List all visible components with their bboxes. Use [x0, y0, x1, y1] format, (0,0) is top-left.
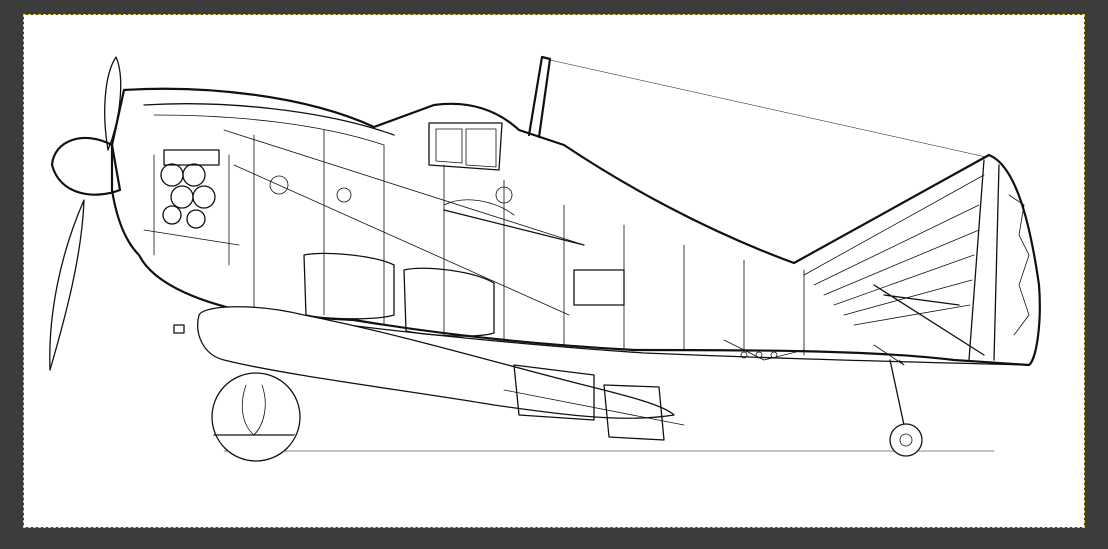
tail-fin [803, 159, 1030, 361]
propeller [49, 56, 122, 371]
engine [143, 149, 240, 266]
aircraft-cutaway-drawing-icon [49, 55, 1041, 462]
canopy [428, 122, 503, 171]
antenna [527, 55, 987, 158]
drop-tank [173, 306, 685, 441]
main-landing-gear [211, 372, 301, 462]
image-canvas[interactable] [23, 14, 1085, 528]
internal-structure [223, 129, 805, 356]
tail-wheel [873, 344, 923, 457]
wing [273, 314, 1030, 366]
